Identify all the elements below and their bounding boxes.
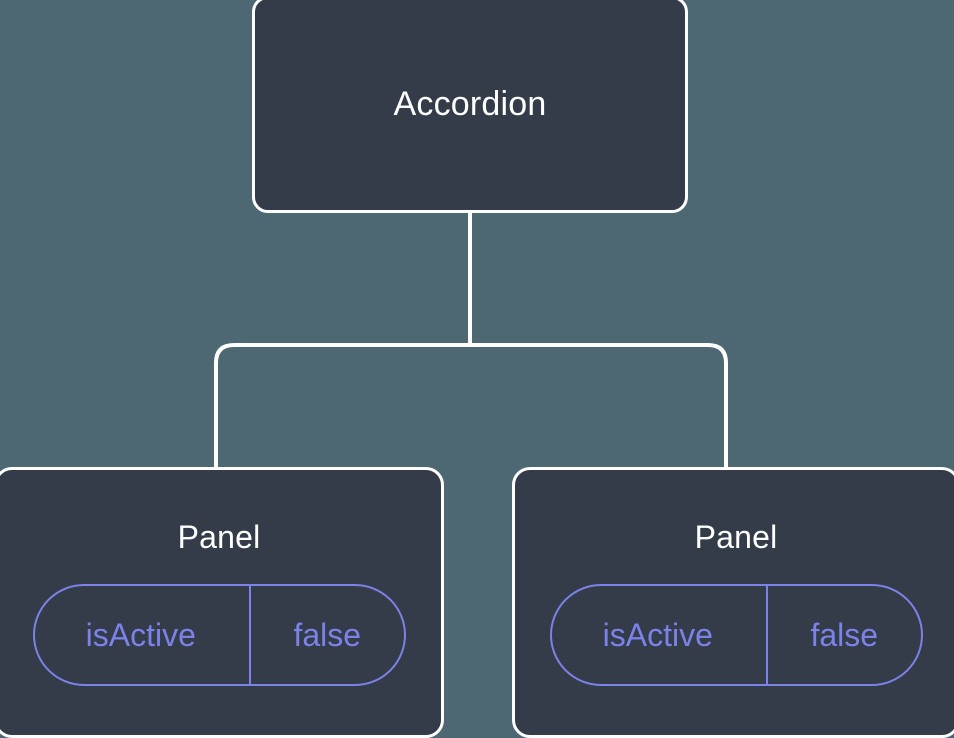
connector-branch-bus — [214, 343, 728, 471]
node-accordion-label: Accordion — [393, 85, 547, 124]
prop-value-label: false — [249, 586, 404, 685]
node-panel-right[interactable]: Panel isActive false — [512, 467, 954, 738]
node-panel-left-label: Panel — [177, 519, 261, 555]
prop-badge-isactive-right[interactable]: isActive false — [549, 584, 923, 687]
prop-value-label: false — [766, 586, 921, 685]
node-panel-left[interactable]: Panel isActive false — [0, 467, 444, 738]
prop-key-label: isActive — [602, 617, 713, 654]
prop-badge-isactive-left[interactable]: isActive false — [32, 584, 406, 687]
node-panel-right-label: Panel — [694, 519, 778, 555]
prop-key-label: isActive — [85, 617, 196, 654]
node-accordion[interactable]: Accordion — [252, 0, 688, 213]
